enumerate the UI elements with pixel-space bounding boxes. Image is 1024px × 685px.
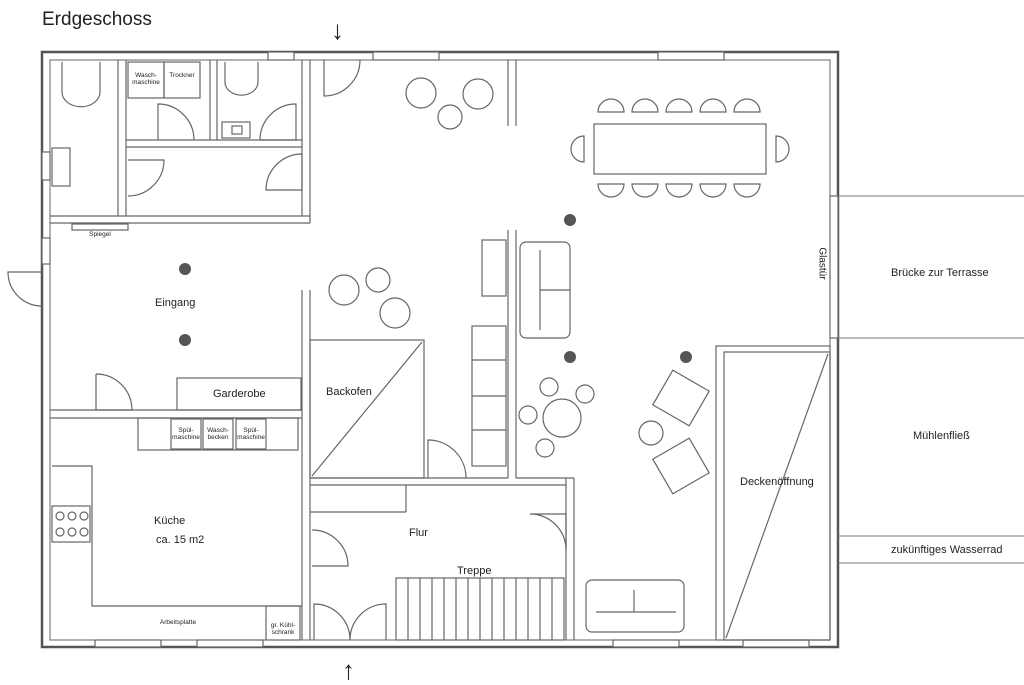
armchair — [651, 437, 711, 495]
arrow-up-icon: ↑ — [342, 655, 355, 685]
entrance-door — [7, 271, 43, 307]
glass-door — [829, 195, 839, 339]
window — [41, 151, 51, 181]
treppe-label: Treppe — [457, 565, 492, 577]
sink — [51, 147, 71, 187]
kuehlschrank — [265, 605, 301, 641]
arbeitsplatte — [52, 465, 302, 607]
kueche-label: Küche — [154, 515, 186, 527]
sofa — [585, 579, 685, 633]
trockner — [163, 61, 201, 99]
lamp-dot — [179, 263, 191, 275]
outer-wall — [40, 50, 840, 649]
window — [267, 51, 295, 61]
kuehlschrank-label: gr. Kühl- schrank — [270, 622, 296, 636]
window — [372, 51, 440, 61]
page-title: Erdgeschoss — [42, 9, 152, 30]
deckenoeffnung-label: Deckenöffnung — [740, 476, 814, 488]
arbeitsplatte-label: Arbeitsplatte — [159, 619, 197, 626]
dining-table — [593, 123, 767, 175]
armchair — [651, 369, 711, 427]
deckenoeffnung — [715, 345, 831, 641]
toilet — [224, 62, 259, 96]
spiegel — [71, 223, 129, 231]
window — [41, 237, 51, 265]
window — [94, 639, 162, 648]
spiegel-label: Spiegel — [89, 231, 111, 238]
garderobe-label: Garderobe — [213, 388, 266, 400]
lamp-dot — [564, 351, 576, 363]
window — [742, 639, 810, 648]
glastuer-label: Glastür — [816, 247, 828, 280]
waschbecken-label: Wasch- becken — [207, 427, 229, 441]
window — [612, 639, 680, 648]
eingang-label: Eingang — [155, 297, 196, 309]
wasserrad-label: zukünftiges Wasserrad — [891, 544, 1003, 556]
bruecke-label: Brücke zur Terrasse — [891, 267, 989, 279]
coffee-table — [542, 398, 582, 438]
spuelmaschine-label: Spül- maschine — [172, 427, 200, 441]
backofen-label: Backofen — [326, 386, 372, 398]
window — [196, 639, 264, 648]
window — [657, 51, 725, 61]
sink — [221, 121, 251, 139]
arrow-down-icon: ↓ — [331, 15, 344, 45]
waschmaschine-label: Wasch- maschine — [132, 72, 160, 86]
lamp-dot — [564, 214, 576, 226]
muehlenfliess-label: Mühlenfließ — [913, 430, 970, 442]
trockner-label: Trockner — [169, 72, 195, 79]
kueche-area: ca. 15 m2 — [156, 534, 205, 546]
flur-label: Flur — [409, 527, 428, 539]
lamp-dot — [680, 351, 692, 363]
toilet — [61, 62, 101, 108]
lamp-dot — [179, 334, 191, 346]
kitchen-counter — [137, 417, 299, 451]
spuelmaschine-label: Spül- maschine — [237, 427, 265, 441]
